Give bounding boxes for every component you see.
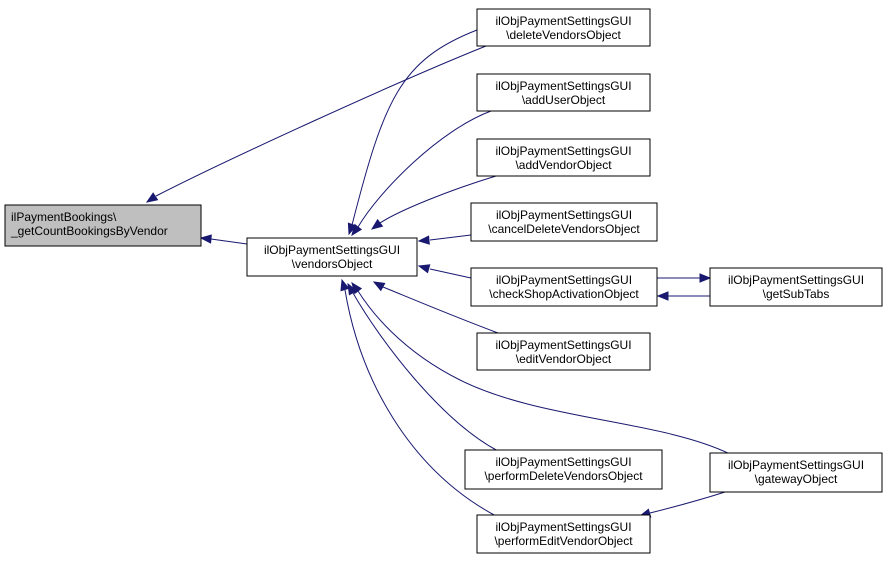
arrowhead-icon (340, 278, 350, 292)
node-label-line1: ilObjPaymentSettingsGUI (495, 338, 631, 352)
node-label-line2: \addVendorObject (515, 158, 612, 172)
edge-line (351, 29, 478, 226)
node-label-line1: ilObjPaymentSettingsGUI (728, 273, 864, 287)
node-label-line2: \getSubTabs (763, 287, 830, 301)
node-performEdit[interactable]: ilObjPaymentSettingsGUI\performEditVendo… (476, 514, 651, 554)
node-label-line2: \checkShopActivationObject (489, 287, 639, 301)
node-box (476, 332, 651, 371)
node-label-line2: \gatewayObject (755, 472, 838, 486)
arrowhead-icon (351, 281, 363, 295)
edge-editVendor-to-vendors (372, 281, 499, 334)
node-addUser[interactable]: ilObjPaymentSettingsGUI\addUserObject (476, 73, 651, 112)
edge-getSubTabs-to-checkShop (656, 291, 710, 301)
node-box (4, 204, 202, 247)
node-label-line1: ilObjPaymentSettingsGUI (264, 243, 400, 257)
node-box (476, 138, 651, 177)
node-box (476, 73, 651, 112)
arrowhead-icon (347, 282, 358, 296)
arrowhead-icon (370, 218, 384, 230)
node-box (470, 267, 658, 307)
edge-line (344, 289, 497, 517)
arrowhead-icon (145, 192, 159, 203)
node-box (464, 449, 663, 490)
arrowhead-icon (656, 291, 669, 301)
edge-checkShop-to-getSubTabs (657, 273, 712, 283)
arrowhead-icon (417, 235, 430, 245)
node-label-line1: ilObjPaymentSettingsGUI (495, 520, 631, 534)
edge-cancelDelete-to-vendors (417, 234, 472, 245)
edge-line (155, 45, 487, 197)
edge-performEdit-to-vendors (340, 278, 497, 517)
arrowhead-icon (372, 281, 386, 292)
arrowhead-icon (699, 273, 712, 283)
node-getSubTabs[interactable]: ilObjPaymentSettingsGUI\getSubTabs (709, 267, 883, 307)
node-gateway[interactable]: ilObjPaymentSettingsGUI\gatewayObject (709, 452, 883, 493)
node-deleteVendors[interactable]: ilObjPaymentSettingsGUI\deleteVendorsObj… (476, 8, 651, 47)
edge-line (649, 491, 726, 514)
node-performDelete[interactable]: ilObjPaymentSettingsGUI\performDeleteVen… (464, 449, 663, 490)
edges (145, 29, 731, 518)
arrowhead-icon (351, 223, 363, 237)
node-box (476, 8, 651, 47)
edge-line (429, 268, 472, 279)
nodes: ilPaymentBookings\_getCountBookingsByVen… (4, 8, 883, 554)
node-label-line1: ilObjPaymentSettingsGUI (728, 458, 864, 472)
node-label-line1: ilObjPaymentSettingsGUI (495, 79, 631, 93)
edge-addVendor-to-vendors (370, 175, 497, 230)
node-checkShop[interactable]: ilObjPaymentSettingsGUI\checkShopActivat… (470, 267, 658, 307)
node-box (246, 237, 418, 277)
edge-gateway-to-performEdit (638, 491, 726, 518)
node-label-line2: \vendorsObject (292, 257, 373, 271)
node-box (709, 452, 883, 493)
edge-line (357, 290, 731, 455)
edge-line (210, 238, 248, 245)
edge-deleteVendors-to-root (145, 45, 487, 203)
node-label-line2: \performDeleteVendorsObject (484, 469, 643, 483)
node-label-line2: _getCountBookingsByVendor (10, 224, 168, 238)
node-editVendor[interactable]: ilObjPaymentSettingsGUI\editVendorObject (476, 332, 651, 371)
edge-addUser-to-vendors (351, 110, 492, 237)
edge-line (357, 110, 492, 228)
node-vendors[interactable]: ilObjPaymentSettingsGUI\vendorsObject (246, 237, 418, 277)
node-label-line1: ilObjPaymentSettingsGUI (495, 14, 631, 28)
node-box (470, 202, 658, 242)
node-label-line1: ilObjPaymentSettingsGUI (496, 208, 632, 222)
edge-vendors-to-root (199, 234, 248, 245)
node-label-line2: \deleteVendorsObject (506, 28, 621, 42)
edge-line (382, 286, 499, 334)
node-label-line1: ilObjPaymentSettingsGUI (495, 455, 631, 469)
arrowhead-icon (199, 234, 212, 244)
node-label-line2: \performEditVendorObject (494, 534, 633, 548)
node-label-line2: \editVendorObject (516, 352, 612, 366)
node-label-line1: ilObjPaymentSettingsGUI (496, 273, 632, 287)
edge-checkShop-to-vendors (417, 264, 472, 279)
edge-deleteVendors-to-vendors (347, 29, 478, 236)
node-label-line2: \cancelDeleteVendorsObject (488, 222, 640, 236)
node-box (476, 514, 651, 554)
node-addVendor[interactable]: ilObjPaymentSettingsGUI\addVendorObject (476, 138, 651, 177)
node-label-line1: ilObjPaymentSettingsGUI (495, 144, 631, 158)
node-root[interactable]: ilPaymentBookings\_getCountBookingsByVen… (4, 204, 202, 247)
node-cancelDelete[interactable]: ilObjPaymentSettingsGUI\cancelDeleteVend… (470, 202, 658, 242)
node-label-line2: \addUserObject (522, 93, 606, 107)
node-box (709, 267, 883, 307)
edge-line (429, 234, 472, 241)
edge-performDelete-to-vendors (347, 282, 499, 452)
edge-line (352, 292, 499, 452)
edge-gateway-to-vendors (351, 281, 731, 455)
arrowhead-icon (417, 264, 431, 274)
node-label-line1: ilPaymentBookings\ (11, 210, 117, 224)
edge-line (379, 175, 497, 224)
